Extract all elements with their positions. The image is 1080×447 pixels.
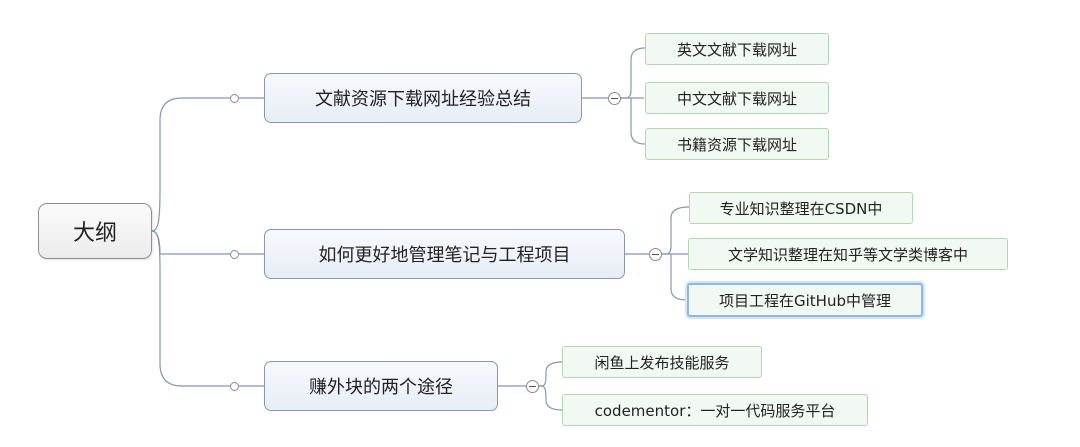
leaf-node[interactable]: 闲鱼上发布技能服务 — [562, 346, 762, 378]
connector-port-icon — [230, 249, 239, 259]
link-root-topic-1 — [151, 97, 230, 232]
collapse-minus-icon[interactable] — [649, 247, 662, 261]
link-root-topic-2 — [151, 230, 230, 255]
root-node[interactable]: 大纲 — [38, 203, 152, 259]
leaf-node[interactable]: 专业知识整理在CSDN中 — [689, 192, 913, 224]
leaf-node[interactable]: 书籍资源下载网址 — [645, 128, 829, 160]
collapse-minus-icon[interactable] — [526, 379, 539, 393]
topic-node-literature-resources[interactable]: 文献资源下载网址经验总结 — [264, 73, 582, 123]
connector-port-icon — [230, 93, 239, 103]
connector-port-icon — [230, 381, 239, 391]
leaf-node[interactable]: 中文文献下载网址 — [645, 82, 829, 114]
topic-node-notes-management[interactable]: 如何更好地管理笔记与工程项目 — [264, 229, 625, 279]
leaf-node[interactable]: 文学知识整理在知乎等文学类博客中 — [688, 238, 1008, 270]
link-root-topic-3 — [151, 230, 230, 387]
topic-node-side-income[interactable]: 赚外块的两个途径 — [264, 361, 498, 411]
leaf-node-selected[interactable]: 项目工程在GitHub中管理 — [687, 283, 923, 317]
collapse-minus-icon[interactable] — [608, 91, 621, 105]
leaf-node[interactable]: 英文文献下载网址 — [645, 33, 829, 65]
leaf-node[interactable]: codementor：一对一代码服务平台 — [562, 394, 868, 426]
